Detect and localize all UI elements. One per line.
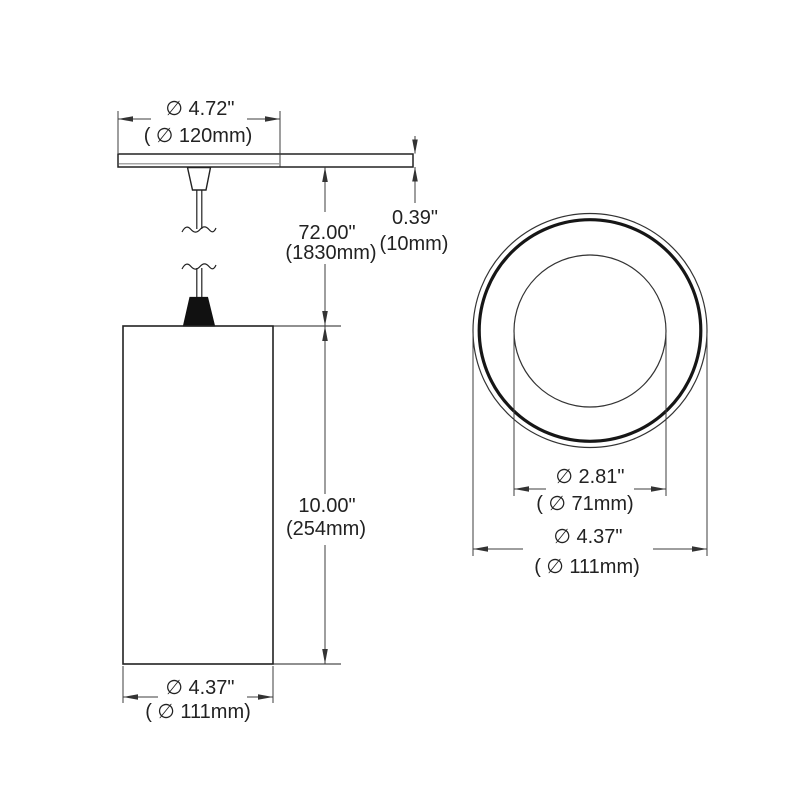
bottom-view-circles bbox=[472, 212, 708, 449]
dim-canopy-diameter bbox=[117, 111, 281, 167]
label-shade-dia-mm: ( ∅ 111mm) bbox=[145, 701, 251, 723]
inner-opening-circle bbox=[513, 254, 667, 408]
shade-outline bbox=[122, 325, 274, 665]
dim-opening-diameter bbox=[513, 333, 667, 496]
label-suspension-in: 72.00" bbox=[298, 222, 355, 244]
outer-rim-circle bbox=[472, 212, 708, 449]
label-opening-dia-in: ∅ 2.81" bbox=[555, 466, 624, 488]
pendant-cord bbox=[181, 190, 217, 298]
label-canopy-dia-mm: ( ∅ 120mm) bbox=[144, 125, 253, 147]
thick-ring-circle bbox=[477, 218, 703, 443]
label-height-in: 10.00" bbox=[298, 495, 355, 517]
dimension-labels: ∅ 4.72" ( ∅ 120mm) 0.39" (10mm) 72.00" (… bbox=[144, 98, 640, 723]
label-canopy-dia-in: ∅ 4.72" bbox=[165, 98, 234, 120]
dim-suspension-length bbox=[322, 167, 328, 326]
dim-shade-diameter bbox=[122, 666, 274, 703]
label-outer-dia-mm: ( ∅ 111mm) bbox=[534, 556, 640, 578]
label-shade-dia-in: ∅ 4.37" bbox=[165, 677, 234, 699]
label-height-mm: (254mm) bbox=[286, 518, 366, 540]
label-thickness-in: 0.39" bbox=[392, 207, 438, 229]
label-suspension-mm: (1830mm) bbox=[285, 242, 376, 264]
dim-canopy-thickness bbox=[412, 136, 418, 203]
label-thickness-mm: (10mm) bbox=[380, 233, 449, 255]
label-outer-dia-in: ∅ 4.37" bbox=[553, 526, 622, 548]
label-opening-dia-mm: ( ∅ 71mm) bbox=[536, 493, 633, 515]
break-mark-lower bbox=[181, 263, 217, 270]
socket bbox=[182, 296, 216, 327]
dim-shade-height bbox=[322, 326, 328, 664]
break-mark-upper bbox=[181, 226, 217, 233]
strain-relief bbox=[186, 166, 212, 191]
dim-outer-diameter bbox=[472, 333, 708, 556]
canopy-plate bbox=[117, 153, 414, 168]
